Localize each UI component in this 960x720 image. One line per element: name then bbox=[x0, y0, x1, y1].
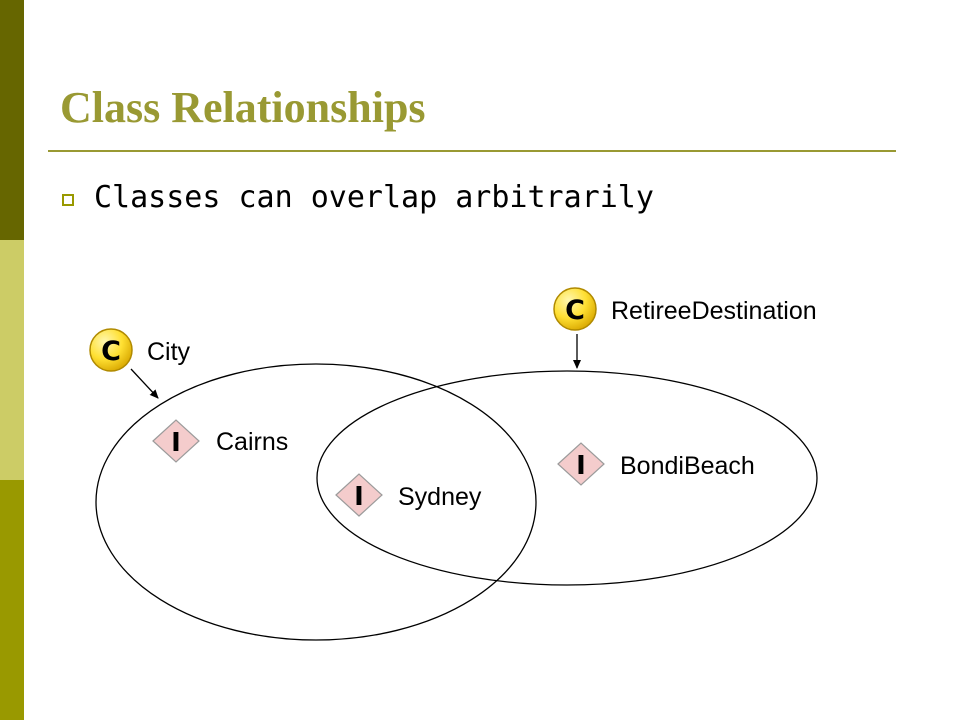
instance-label-cairns: Cairns bbox=[216, 428, 288, 456]
svg-text:I: I bbox=[354, 482, 364, 512]
class-city: C City bbox=[89, 328, 191, 372]
sidebar-stripe-top bbox=[0, 0, 24, 240]
bullet-square-icon bbox=[62, 194, 74, 206]
class-label-city: City bbox=[147, 338, 191, 366]
instance-i-icon: I bbox=[152, 419, 200, 463]
slide-title: Class Relationships bbox=[60, 83, 426, 132]
instance-i-icon: I bbox=[335, 473, 383, 517]
bullet-text: Classes can overlap arbitrarily bbox=[94, 180, 654, 215]
class-label-retiree-destination: RetireeDestination bbox=[611, 297, 817, 325]
instance-bondi-beach: I BondiBeach bbox=[557, 442, 755, 486]
svg-text:I: I bbox=[576, 451, 586, 481]
instance-cairns: I Cairns bbox=[152, 419, 288, 463]
sidebar-stripe-middle bbox=[0, 240, 24, 480]
city-membership-arrow bbox=[130, 368, 159, 399]
instance-label-sydney: Sydney bbox=[398, 483, 482, 511]
retiree-destination-set-ellipse bbox=[316, 370, 818, 586]
instance-sydney: I Sydney bbox=[335, 473, 482, 517]
instance-i-icon: I bbox=[557, 442, 605, 486]
class-retiree-destination: C RetireeDestination bbox=[553, 287, 817, 331]
class-c-icon: C bbox=[553, 287, 597, 331]
city-set-ellipse bbox=[95, 363, 537, 641]
svg-text:C: C bbox=[565, 295, 585, 326]
instance-label-bondi-beach: BondiBeach bbox=[620, 452, 755, 480]
svg-text:I: I bbox=[171, 428, 181, 458]
title-underline bbox=[48, 150, 896, 152]
class-c-icon: C bbox=[89, 328, 133, 372]
svg-text:C: C bbox=[101, 336, 121, 367]
sidebar-stripe-bottom bbox=[0, 480, 24, 720]
